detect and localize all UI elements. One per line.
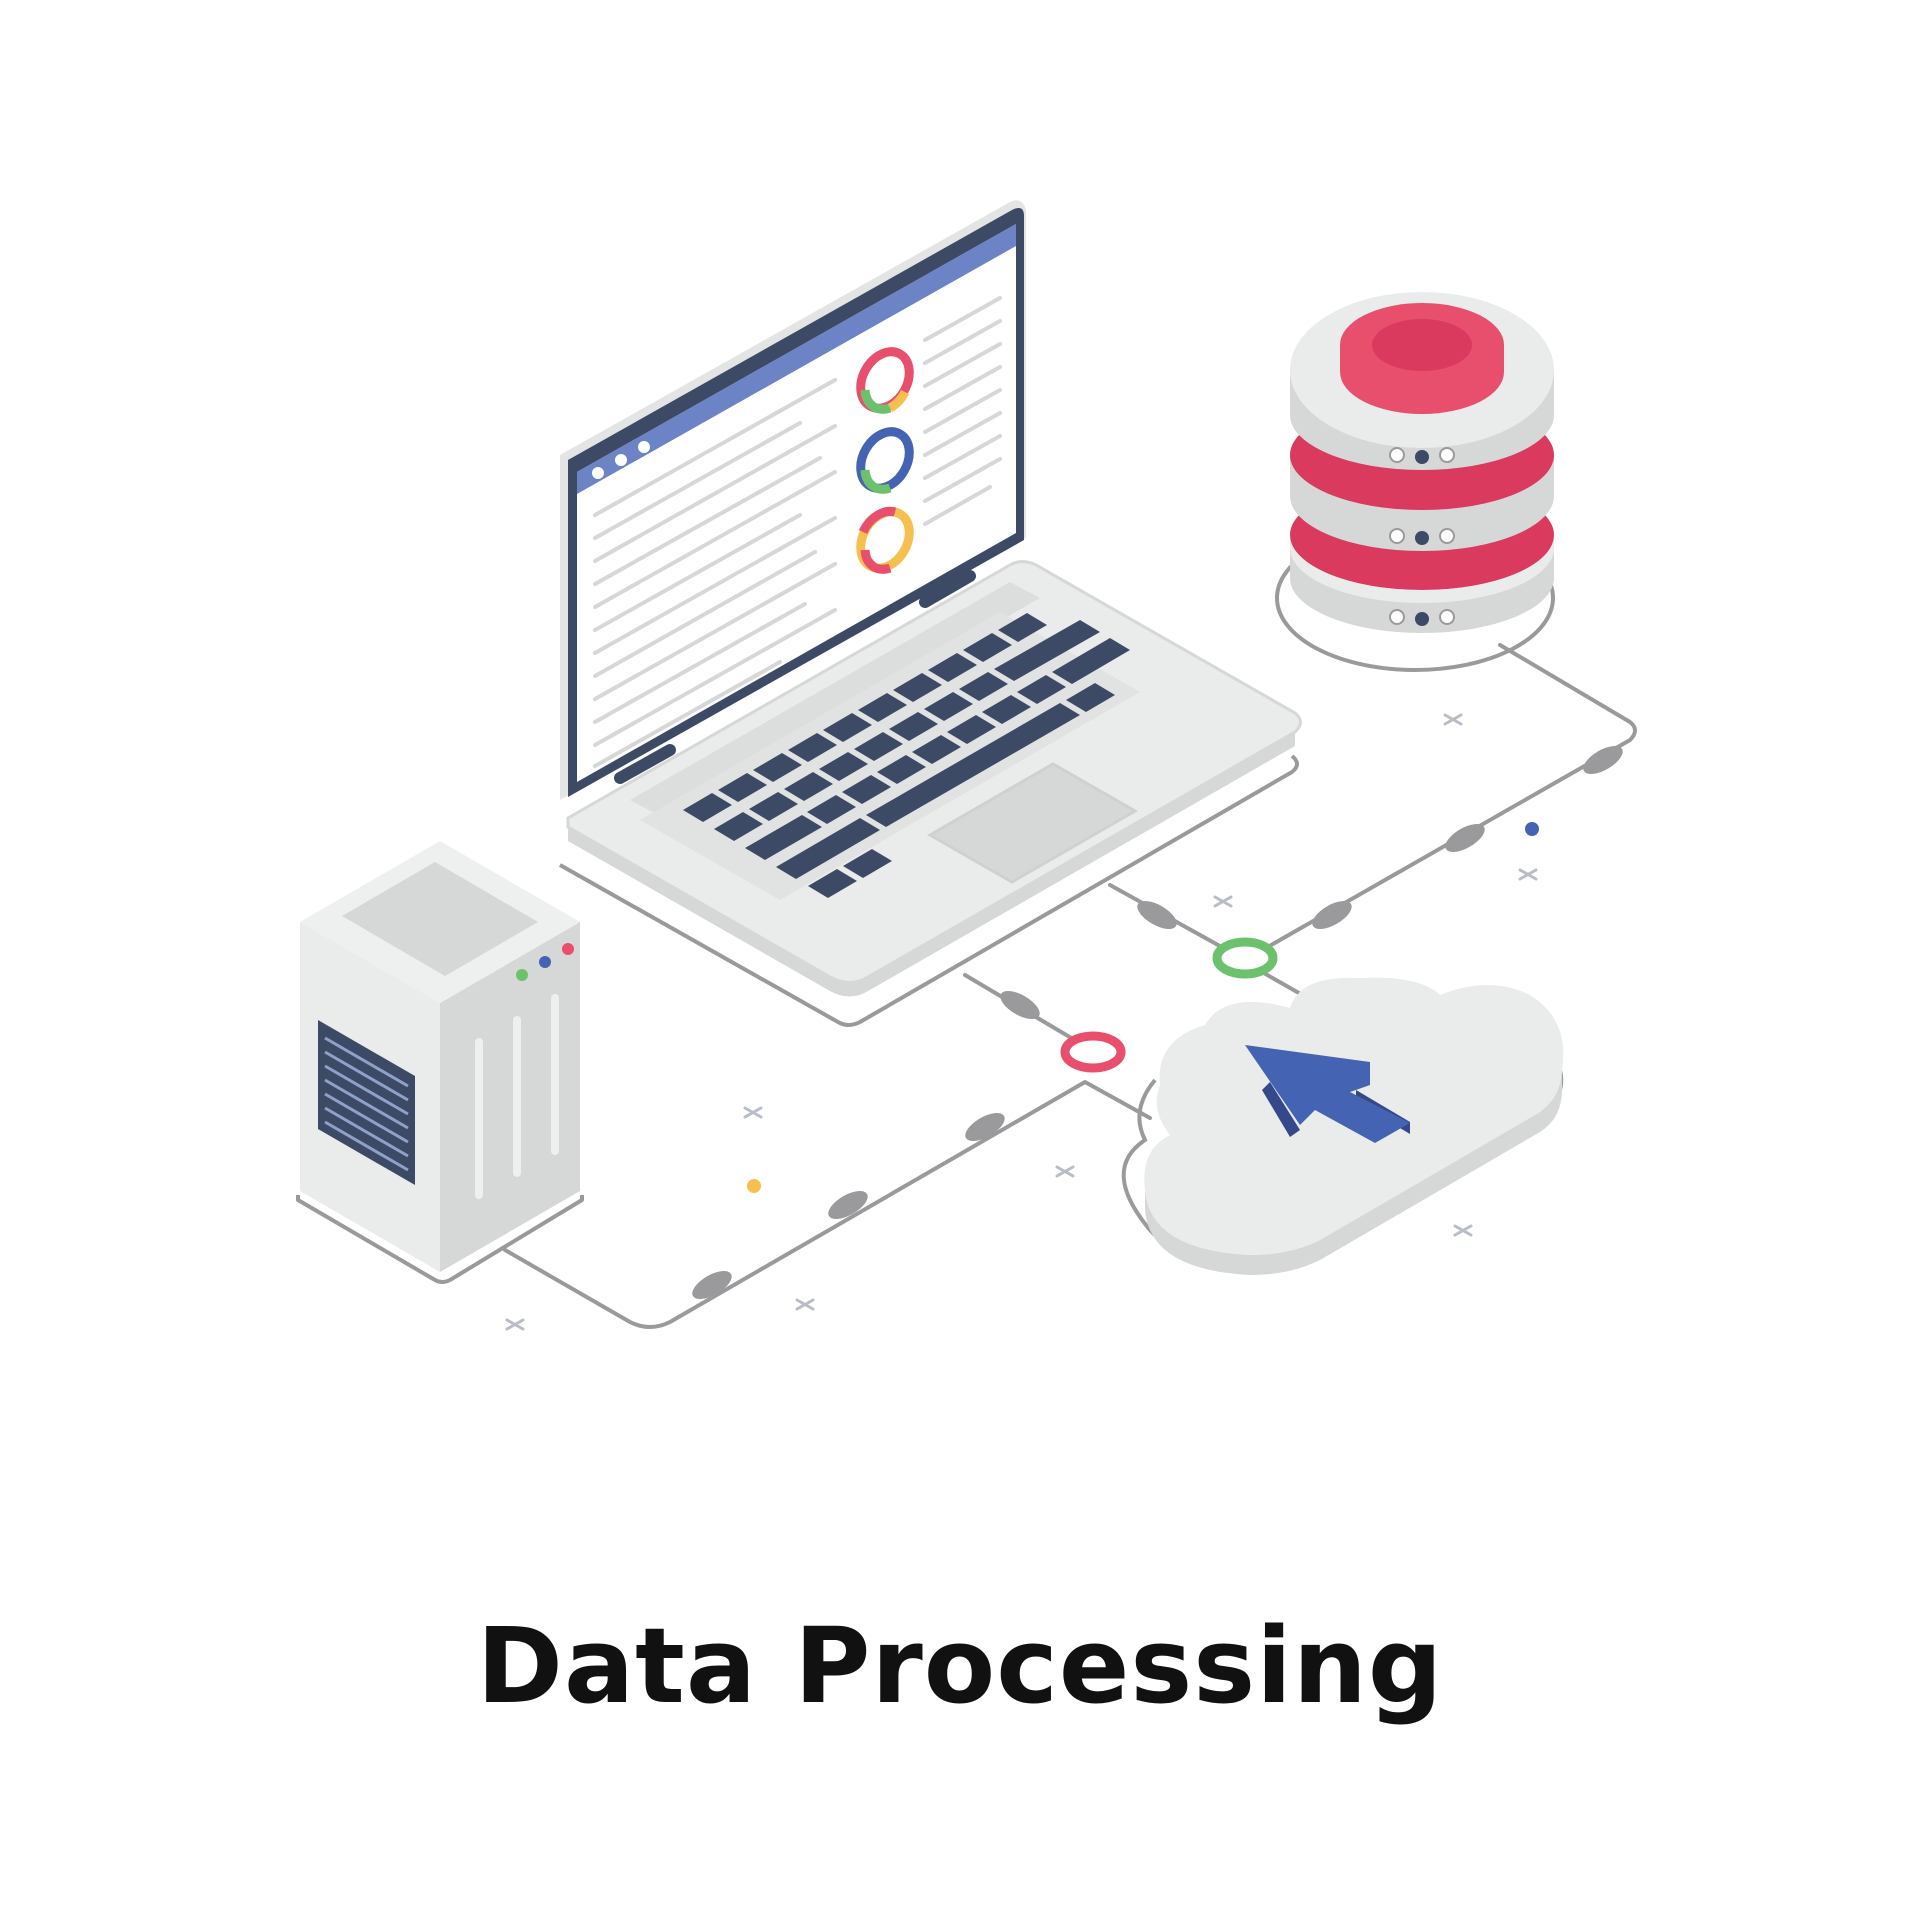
cross-mark <box>1055 1165 1075 1178</box>
speaker-grille <box>630 582 1040 816</box>
cloud-upload-icon <box>1121 977 1564 1275</box>
cross-mark <box>1518 868 1538 881</box>
server-vent-lines <box>324 1036 409 1172</box>
keyboard-panel <box>640 612 1140 900</box>
donut-chart-icon <box>856 506 914 574</box>
screen-header-bar <box>577 224 1016 494</box>
donut-chart-icon <box>856 427 914 494</box>
server-led-blue <box>539 956 551 968</box>
connector-beads <box>692 746 1623 1299</box>
connector-server-to-cloud <box>503 1080 1152 1329</box>
window-dot <box>592 467 604 479</box>
laptop-hinge-right <box>919 570 976 608</box>
screen-donut-charts <box>856 347 914 574</box>
illustration-caption: Data Processing <box>476 1605 1444 1727</box>
arrow-body <box>1245 1045 1410 1143</box>
keyboard-keys <box>683 613 1130 898</box>
window-dot <box>615 454 627 466</box>
database-icon <box>1275 292 1555 672</box>
server-led-green <box>516 969 528 981</box>
database-red-puck-center <box>1372 319 1472 371</box>
database-status-dots <box>1389 528 1455 545</box>
bead <box>1000 991 1040 1019</box>
database-band-bottom <box>1290 535 1554 603</box>
decor-dot-yellow <box>747 1179 761 1193</box>
server-tower-icon <box>296 841 584 1284</box>
cross-mark <box>1213 895 1233 908</box>
decor-dot-blue <box>1525 822 1539 836</box>
laptop-icon <box>559 200 1302 1027</box>
cross-mark <box>1443 713 1463 726</box>
database-status-dots <box>1389 447 1455 464</box>
laptop-base-edge <box>568 732 1295 997</box>
bead <box>965 1113 1005 1141</box>
bead <box>1137 901 1177 929</box>
server-base-outline <box>296 1195 584 1284</box>
bead <box>828 1191 868 1219</box>
laptop-base-outline <box>559 754 1299 1027</box>
database-status-dots <box>1389 609 1455 626</box>
screen-text-lines <box>593 296 1002 768</box>
bead <box>1445 824 1485 852</box>
upload-arrow-icon <box>1245 1045 1410 1143</box>
laptop-trackpad <box>926 762 1139 884</box>
cross-mark <box>795 1298 815 1311</box>
laptop-hinge-left <box>614 744 676 784</box>
window-dot <box>638 441 650 453</box>
cross-mark <box>743 1106 763 1119</box>
cloud-side <box>1145 1070 1562 1275</box>
donut-chart-icon <box>856 347 914 414</box>
cross-mark <box>505 1318 525 1331</box>
connector-laptop-to-database <box>1108 643 1637 962</box>
server-led-red <box>562 943 574 955</box>
server-top-inset <box>342 862 538 976</box>
bead <box>692 1271 732 1299</box>
red-node-ring <box>1060 1031 1126 1073</box>
green-node-ring <box>1212 937 1278 979</box>
server-grooves <box>475 994 559 1199</box>
bead <box>1312 901 1352 929</box>
bead <box>1583 746 1623 774</box>
window-control-dots <box>592 441 650 479</box>
arrow-shadow <box>1262 1082 1300 1137</box>
decorative-crosses <box>505 713 1538 1331</box>
cross-mark <box>1453 1224 1473 1237</box>
